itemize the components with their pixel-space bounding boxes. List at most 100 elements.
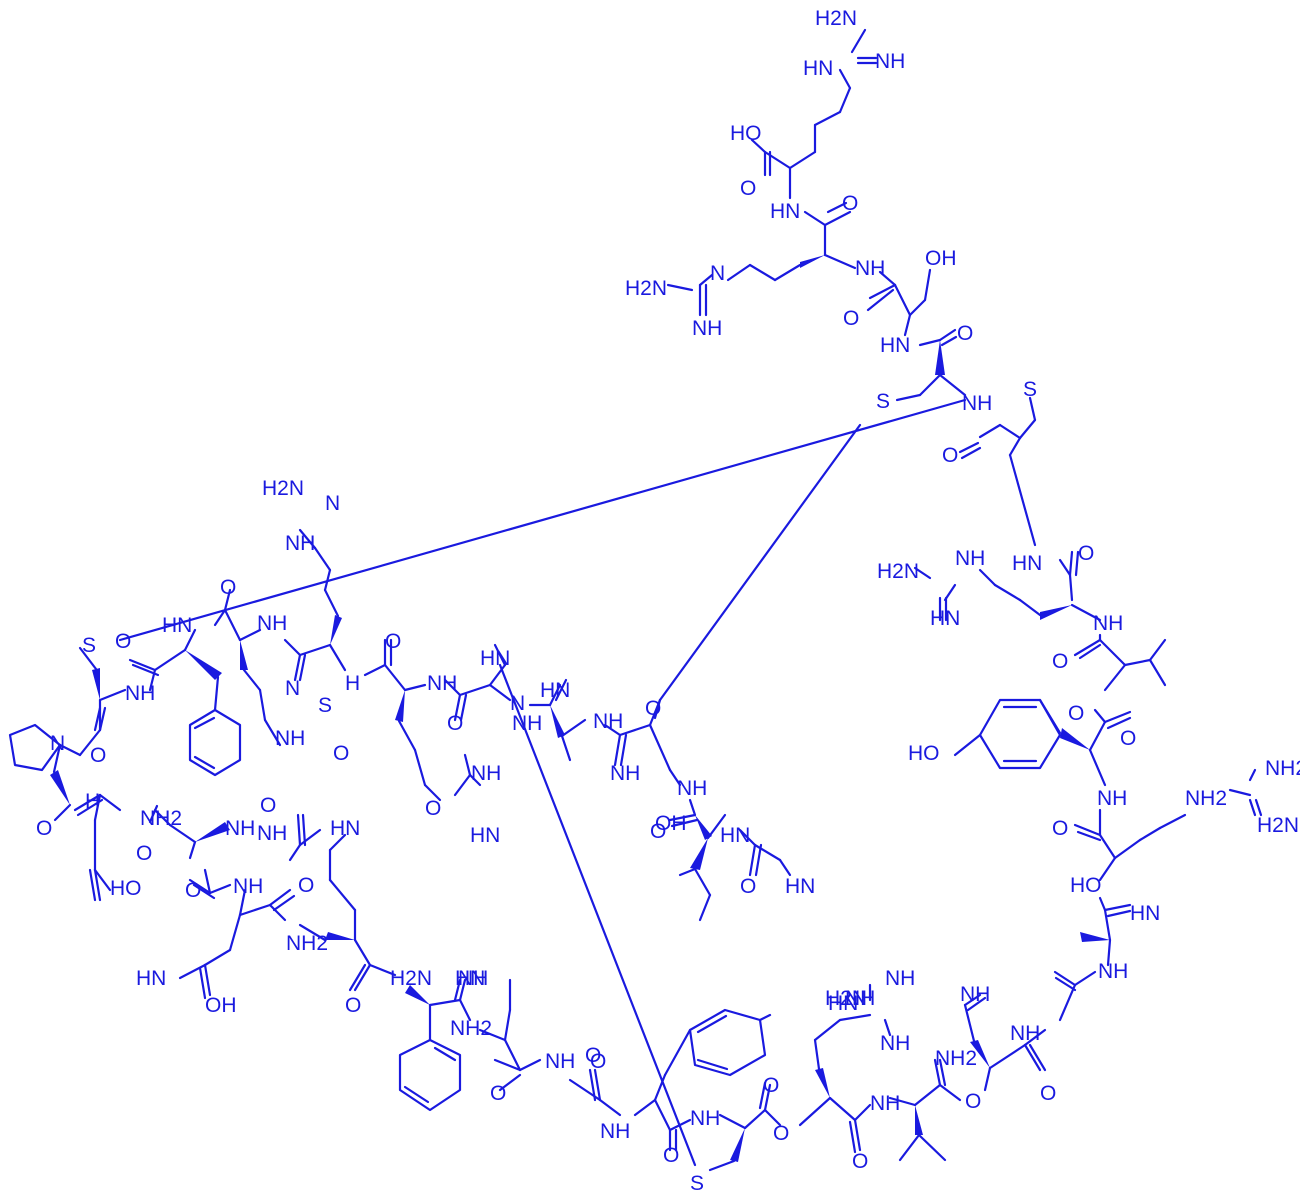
label: HN (828, 992, 858, 1015)
label: OH (205, 994, 237, 1017)
label: HN (136, 967, 166, 990)
label: NH (471, 762, 501, 785)
label: O (740, 177, 756, 200)
label: H2N (262, 477, 304, 500)
label: O (345, 994, 361, 1017)
label: NH (257, 612, 287, 635)
label: HO (110, 877, 142, 900)
label: O (298, 874, 314, 897)
label: HO (1070, 874, 1102, 897)
label: O (136, 842, 152, 865)
label: OH (655, 812, 687, 835)
label: S (82, 634, 96, 657)
label: O (957, 322, 973, 345)
label: O (843, 307, 859, 330)
label: O (773, 1122, 789, 1145)
label: NH2 (286, 932, 328, 955)
label: HN (720, 824, 750, 847)
label: HN (770, 200, 800, 223)
label: NH (1093, 612, 1123, 635)
label: H (345, 672, 360, 695)
label: S (1023, 378, 1037, 401)
label: H2N (825, 987, 867, 1010)
label: O (1040, 1082, 1056, 1105)
label: H2N (390, 967, 432, 990)
label: O (115, 630, 131, 653)
label: O (385, 630, 401, 653)
label: OH (925, 247, 957, 270)
label: HN (330, 817, 360, 840)
label: O (852, 1150, 868, 1173)
label: NH (512, 712, 542, 735)
bottom-left-chain (8, 723, 542, 1112)
label: S (318, 694, 332, 717)
disulfide-crossings (118, 398, 967, 1167)
label: NH (593, 710, 623, 733)
label: S (876, 390, 890, 413)
label: N (285, 677, 300, 700)
label: NH (692, 317, 722, 340)
label: NH2 (1265, 757, 1300, 780)
label: NH (677, 777, 707, 800)
label: O (490, 1082, 506, 1105)
label: S (690, 1172, 704, 1193)
label: O (1052, 650, 1068, 673)
label: HN (470, 824, 500, 847)
label: NH (458, 967, 488, 990)
label: HO (908, 742, 940, 765)
label: NH (125, 682, 155, 705)
label: HO (730, 122, 762, 145)
label: O (1068, 702, 1084, 725)
label: NH (1010, 1022, 1040, 1045)
label: NH (962, 392, 992, 415)
label: O (645, 697, 661, 720)
right-chain (913, 550, 1263, 1107)
label: O (1052, 817, 1068, 840)
ser-residue (866, 268, 958, 347)
label: NH (855, 257, 885, 280)
label: N (710, 262, 725, 285)
label: H2N (815, 7, 857, 30)
label: O (740, 875, 756, 898)
label: O (763, 1074, 779, 1097)
label: N (510, 692, 525, 715)
label: NH (285, 532, 315, 555)
atom-labels: H2N HN NH HO O HN O H2N N NH NH OH O HN … (36, 7, 1300, 1193)
label: O (220, 576, 236, 599)
label: NH (1097, 787, 1127, 810)
arg-arg-amide (666, 201, 857, 317)
label: HN (785, 875, 815, 898)
label: HN (930, 607, 960, 630)
label: N (325, 492, 340, 515)
label: O (425, 797, 441, 820)
label: O (590, 1050, 606, 1073)
label: O (585, 1044, 601, 1067)
label: O (1120, 727, 1136, 750)
label: HN (1012, 552, 1042, 575)
label: O (36, 817, 52, 840)
label: NH2 (1185, 787, 1227, 810)
label: NH (845, 987, 875, 1010)
label: NH (885, 967, 915, 990)
label: H2N (877, 560, 919, 583)
label: O (965, 1090, 981, 1113)
label: H2N (1257, 814, 1299, 837)
label: NH (233, 875, 263, 898)
label: NH2 (450, 1017, 492, 1040)
label: NH (875, 50, 905, 73)
label: NH (960, 983, 990, 1006)
bottom-chain (568, 983, 947, 1172)
label: HN (455, 967, 485, 990)
label: NH (600, 1120, 630, 1143)
upper-left-chain (78, 528, 792, 922)
label: H (85, 790, 100, 813)
label: HN (540, 679, 570, 702)
label: NH2 (935, 1047, 977, 1070)
cys-disulfide-top (895, 340, 1037, 547)
label: HN (880, 334, 910, 357)
label: HN (803, 57, 833, 80)
arg-c-terminal (750, 28, 878, 200)
label: O (447, 712, 463, 735)
label: O (260, 794, 276, 817)
label: O (1078, 542, 1094, 565)
